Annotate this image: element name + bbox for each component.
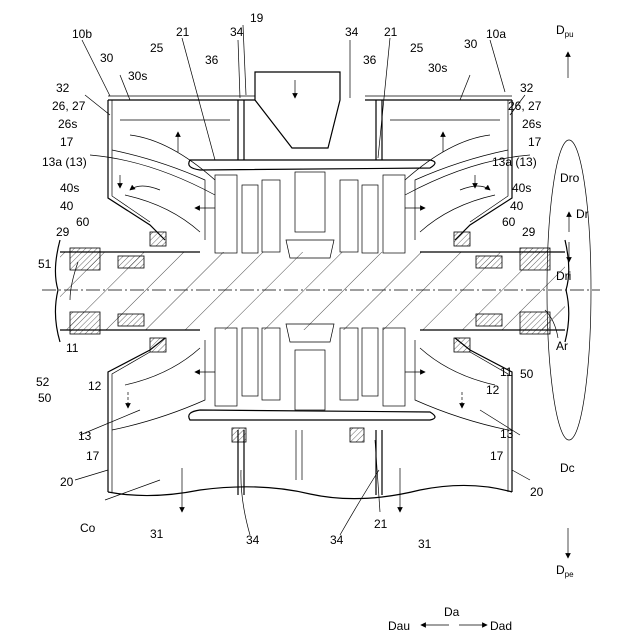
label-52: 52 [36, 375, 50, 389]
upper-casing [108, 72, 512, 240]
label-12-left: 12 [88, 379, 102, 393]
label-11-right: 11 [500, 365, 513, 379]
label-Co: Co [80, 521, 96, 535]
label-32-left: 32 [56, 81, 70, 95]
label-12-right: 12 [486, 383, 500, 397]
label-34-bottom-left: 34 [246, 533, 260, 547]
label-36-right: 36 [363, 53, 377, 67]
label-29-right: 29 [522, 225, 536, 239]
label-60-left: 60 [76, 215, 90, 229]
label-30-right: 30 [464, 37, 478, 51]
label-13-left: 13 [78, 429, 92, 443]
label-40-left: 40 [60, 199, 74, 213]
label-21-top-left: 21 [176, 25, 190, 39]
rotor-shaft [42, 240, 600, 342]
label-Dpu: Dpu [556, 23, 574, 39]
label-13a-right: 13a (13) [492, 155, 537, 169]
label-Dau: Dau [388, 619, 410, 633]
label-31-right: 31 [418, 537, 432, 551]
label-31-left: 31 [150, 527, 164, 541]
label-32-right: 32 [520, 81, 534, 95]
label-20-right: 20 [530, 485, 544, 499]
label-60-right: 60 [502, 215, 516, 229]
label-34-bottom-right: 34 [330, 533, 344, 547]
label-30s-left: 30s [128, 69, 147, 83]
label-Dpe: Dpe [556, 563, 574, 579]
label-17-top-left: 17 [60, 135, 74, 149]
label-25-right: 25 [410, 41, 424, 55]
label-26-27-right: 26, 27 [508, 99, 542, 113]
label-20-left: 20 [60, 475, 74, 489]
lower-casing [108, 338, 512, 499]
label-34-top-left: 34 [230, 25, 244, 39]
label-51: 51 [38, 257, 52, 271]
label-13-right: 13 [500, 427, 514, 441]
label-26-27-left: 26, 27 [52, 99, 86, 113]
label-11-left: 11 [66, 341, 79, 355]
label-40s-right: 40s [512, 181, 531, 195]
label-34-top-right: 34 [345, 25, 359, 39]
label-25-left: 25 [150, 41, 164, 55]
label-17-bottom-right: 17 [490, 449, 504, 463]
label-29-left: 29 [56, 225, 70, 239]
label-Ar: Ar [556, 339, 568, 353]
label-Dad: Dad [490, 619, 512, 633]
label-50-left: 50 [38, 391, 52, 405]
label-30s-right: 30s [428, 61, 447, 75]
label-50-right: 50 [520, 367, 534, 381]
label-21-top-right: 21 [384, 25, 398, 39]
label-17-bottom-left: 17 [86, 449, 100, 463]
label-10a: 10a [486, 27, 506, 41]
label-19: 19 [250, 11, 264, 25]
label-36-left: 36 [205, 53, 219, 67]
label-Dri: Dri [556, 269, 571, 283]
label-Da: Da [444, 605, 460, 619]
label-30-left: 30 [100, 51, 114, 65]
label-10b: 10b [72, 27, 92, 41]
label-26s-left: 26s [58, 117, 77, 131]
label-17-top-right: 17 [528, 135, 542, 149]
label-26s-right: 26s [522, 117, 541, 131]
label-21-bottom: 21 [374, 517, 388, 531]
label-13a-left: 13a (13) [42, 155, 87, 169]
label-Dc: Dc [560, 461, 575, 475]
label-Dr: Dr [576, 207, 589, 221]
label-40s-left: 40s [60, 181, 79, 195]
label-Dro: Dro [560, 171, 580, 185]
label-40-right: 40 [510, 199, 524, 213]
